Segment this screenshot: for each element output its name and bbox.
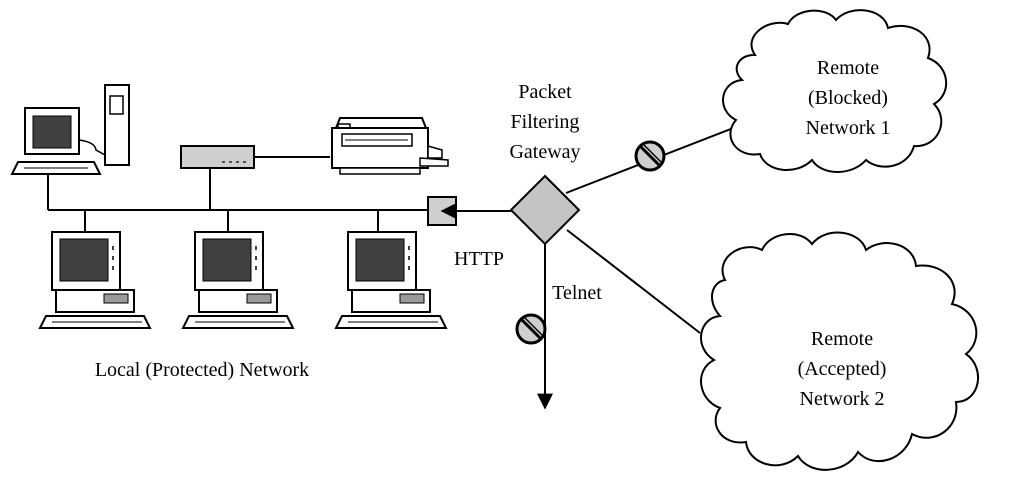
remote1-label-line1: Remote (817, 57, 879, 79)
workstation-icon (11, 84, 130, 175)
remote2-label-line2: (Accepted) (798, 358, 887, 380)
workstation-icon (335, 231, 447, 329)
telnet-label: Telnet (552, 282, 602, 304)
cloud-icon (700, 231, 980, 471)
gateway-label-line3: Gateway (509, 141, 580, 163)
remote2-label-line1: Remote (811, 328, 873, 350)
remote2-label-line3: Network 2 (800, 388, 885, 410)
gateway-label-line1: Packet (518, 81, 572, 103)
packet-filtering-gateway (509, 174, 581, 246)
local-network-label: Local (Protected) Network (95, 359, 309, 381)
remote1-label-line2: (Blocked) (808, 87, 888, 109)
cloud-icon (722, 9, 948, 173)
link-to-remote-network-2 (566, 229, 701, 334)
remote1-label-line3: Network 1 (806, 117, 891, 139)
gateway-label-line2: Filtering (511, 111, 580, 133)
no-entry-icon (634, 140, 666, 172)
http-filter-port (427, 196, 512, 226)
workstation-icon (182, 231, 294, 329)
no-entry-icon (515, 313, 547, 345)
workstation-icon (39, 231, 151, 329)
printer-icon (331, 117, 449, 175)
hub-icon (180, 145, 255, 169)
http-label: HTTP (454, 248, 504, 270)
